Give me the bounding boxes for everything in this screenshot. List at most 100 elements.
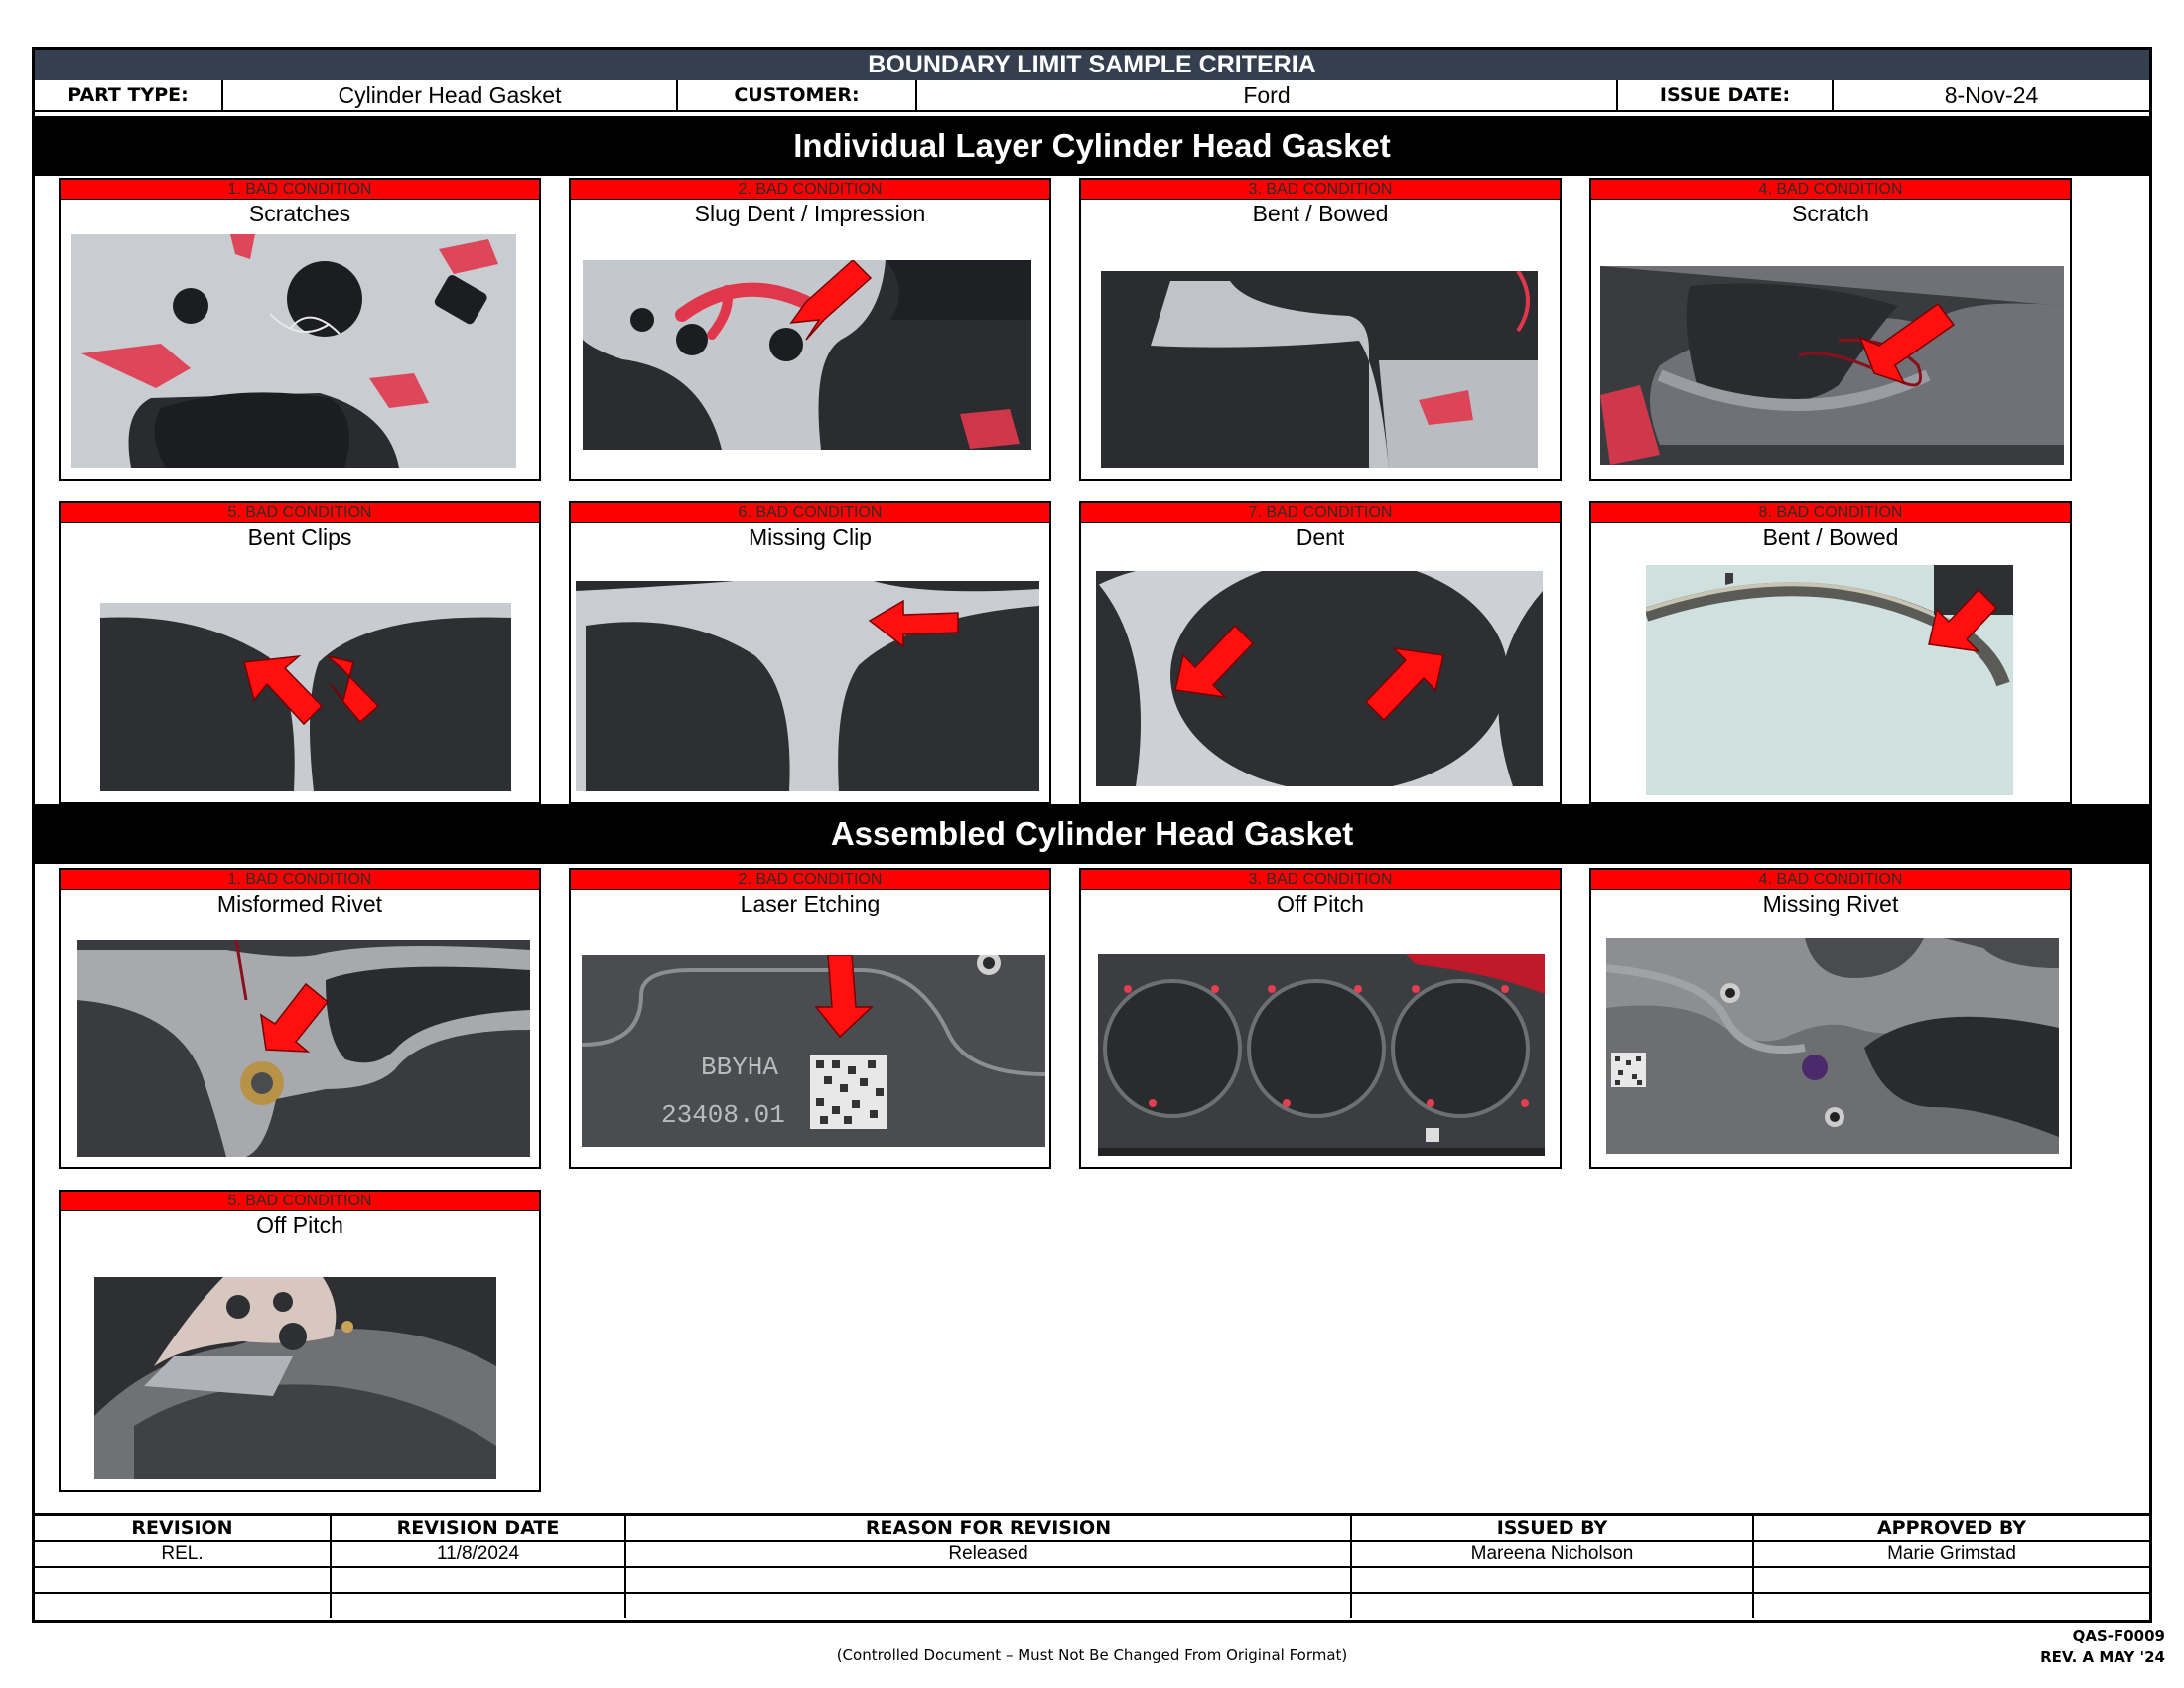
table-row: REL. 11/8/2024 Released Mareena Nicholso… bbox=[35, 1542, 2149, 1568]
condition-card: 4. BAD CONDITION Missing Rivet bbox=[1589, 868, 2072, 1169]
document-title: BOUNDARY LIMIT SAMPLE CRITERIA bbox=[35, 50, 2149, 80]
condition-name: Bent / Bowed bbox=[1762, 524, 1899, 550]
issued-by-header: ISSUED BY bbox=[1350, 1516, 1752, 1540]
revision-cell bbox=[35, 1594, 330, 1618]
condition-name: Bent / Bowed bbox=[1252, 201, 1389, 226]
revision-date-cell: 11/8/2024 bbox=[330, 1542, 624, 1566]
condition-name: Missing Rivet bbox=[1762, 891, 1899, 916]
missing-clip-photo bbox=[576, 581, 1039, 791]
part-type-label: PART TYPE: bbox=[68, 84, 189, 106]
dent-photo bbox=[1096, 571, 1543, 786]
condition-name: Slug Dent / Impression bbox=[694, 201, 926, 226]
approved-by-cell: Marie Grimstad bbox=[1752, 1542, 2149, 1566]
customer-label: CUSTOMER: bbox=[676, 80, 915, 110]
condition-card: 2. BAD CONDITION Laser Etching BBYHA 234… bbox=[569, 868, 1051, 1169]
condition-name: Misformed Rivet bbox=[216, 891, 383, 916]
revision-table: REVISION REVISION DATE REASON FOR REVISI… bbox=[35, 1513, 2149, 1620]
reason-cell: Released bbox=[624, 1542, 1350, 1566]
section-assembled: Assembled Cylinder Head Gasket bbox=[35, 804, 2149, 864]
table-row bbox=[35, 1568, 2149, 1594]
off-pitch-photo bbox=[1098, 954, 1545, 1156]
issued-by-cell bbox=[1350, 1568, 1752, 1592]
red-arrow-icon bbox=[243, 654, 324, 726]
laser-etching-photo: BBYHA 23408.01 bbox=[582, 955, 1045, 1147]
condition-name: Scratch bbox=[1792, 201, 1869, 226]
customer-value: Ford bbox=[915, 80, 1616, 110]
issue-date-label: ISSUE DATE: bbox=[1616, 80, 1832, 110]
slug-dent-photo bbox=[583, 260, 1031, 450]
red-arrow-icon bbox=[1928, 588, 1998, 653]
approved-by-cell bbox=[1752, 1594, 2149, 1618]
condition-card: 3. BAD CONDITION Bent / Bowed bbox=[1079, 178, 1562, 481]
condition-number: 3. BAD CONDITION bbox=[1081, 180, 1560, 200]
issued-by-cell bbox=[1350, 1594, 1752, 1618]
issue-date-value: 8-Nov-24 bbox=[1832, 80, 2149, 110]
approved-by-cell bbox=[1752, 1568, 2149, 1592]
document-id: QAS-F0009 REV. A MAY '24 bbox=[2040, 1626, 2165, 1668]
red-arrow-icon bbox=[327, 655, 380, 724]
red-arrow-icon bbox=[789, 260, 873, 341]
condition-card: 5. BAD CONDITION Bent Clips bbox=[59, 501, 541, 804]
missing-rivet-photo bbox=[1606, 938, 2059, 1154]
issued-by-cell: Mareena Nicholson bbox=[1350, 1542, 1752, 1566]
condition-number: 1. BAD CONDITION bbox=[61, 180, 539, 200]
condition-name: Scratches bbox=[248, 201, 351, 226]
condition-number: 7. BAD CONDITION bbox=[1081, 503, 1560, 523]
condition-name: Missing Clip bbox=[749, 524, 872, 550]
etch-code-line2: 23408.01 bbox=[661, 1100, 785, 1130]
condition-number: 8. BAD CONDITION bbox=[1591, 503, 2070, 523]
condition-card: 3. BAD CONDITION Off Pitch bbox=[1079, 868, 1562, 1169]
etch-code-line1: BBYHA bbox=[701, 1053, 778, 1082]
revision-header-row: REVISION REVISION DATE REASON FOR REVISI… bbox=[35, 1516, 2149, 1542]
bent-clips-photo bbox=[100, 603, 511, 791]
condition-card: 1. BAD CONDITION Misformed Rivet bbox=[59, 868, 541, 1169]
red-arrow-icon bbox=[1364, 646, 1444, 722]
condition-number: 1. BAD CONDITION bbox=[61, 870, 539, 890]
reason-header: REASON FOR REVISION bbox=[624, 1516, 1350, 1540]
table-row bbox=[35, 1594, 2149, 1619]
revision-date-cell bbox=[330, 1594, 624, 1618]
condition-card: 4. BAD CONDITION Scratch bbox=[1589, 178, 2072, 481]
condition-number: 5. BAD CONDITION bbox=[61, 1192, 539, 1211]
condition-number: 4. BAD CONDITION bbox=[1591, 870, 2070, 890]
approved-by-header: APPROVED BY bbox=[1752, 1516, 2149, 1540]
part-type-value: Cylinder Head Gasket bbox=[221, 80, 676, 110]
bent-bowed-ring-photo bbox=[1646, 565, 2013, 795]
condition-number: 5. BAD CONDITION bbox=[61, 503, 539, 523]
condition-name: Laser Etching bbox=[740, 891, 881, 916]
revision-date-header: REVISION DATE bbox=[330, 1516, 624, 1540]
revision-cell bbox=[35, 1568, 330, 1592]
controlled-document-note: (Controlled Document – Must Not Be Chang… bbox=[836, 1646, 1348, 1664]
section-individual-layer: Individual Layer Cylinder Head Gasket bbox=[35, 116, 2149, 176]
condition-number: 3. BAD CONDITION bbox=[1081, 870, 1560, 890]
red-arrow-icon bbox=[868, 599, 959, 648]
condition-number: 2. BAD CONDITION bbox=[571, 180, 1049, 200]
bent-bowed-photo bbox=[1101, 271, 1538, 468]
condition-card: 5. BAD CONDITION Off Pitch bbox=[59, 1190, 541, 1492]
revision-header: REVISION bbox=[131, 1517, 233, 1539]
condition-name: Bent Clips bbox=[247, 524, 352, 550]
red-arrow-icon bbox=[1174, 624, 1255, 699]
condition-card: 7. BAD CONDITION Dent bbox=[1079, 501, 1562, 804]
misformed-rivet-photo bbox=[77, 940, 530, 1157]
condition-number: 6. BAD CONDITION bbox=[571, 503, 1049, 523]
condition-card: 8. BAD CONDITION Bent / Bowed bbox=[1589, 501, 2072, 804]
condition-name: Off Pitch bbox=[256, 1212, 343, 1238]
red-arrow-icon bbox=[814, 955, 874, 1039]
revision-date-cell bbox=[330, 1568, 624, 1592]
reason-cell bbox=[624, 1568, 1350, 1592]
document-frame bbox=[32, 47, 2152, 1623]
condition-name: Off Pitch bbox=[1277, 891, 1364, 916]
document-number: QAS-F0009 bbox=[2072, 1627, 2165, 1645]
off-pitch-2-photo bbox=[94, 1277, 496, 1479]
condition-name: Dent bbox=[1296, 524, 1345, 550]
condition-card: 6. BAD CONDITION Missing Clip bbox=[569, 501, 1051, 804]
red-arrow-icon bbox=[1858, 302, 1956, 385]
info-row: PART TYPE: Cylinder Head Gasket CUSTOMER… bbox=[35, 80, 2149, 112]
reason-cell bbox=[624, 1594, 1350, 1618]
red-arrow-icon bbox=[260, 982, 330, 1053]
scratch-photo bbox=[1600, 266, 2064, 465]
condition-card: 2. BAD CONDITION Slug Dent / Impression bbox=[569, 178, 1051, 481]
condition-card: 1. BAD CONDITION Scratches bbox=[59, 178, 541, 481]
document-revision: REV. A MAY '24 bbox=[2040, 1648, 2165, 1666]
